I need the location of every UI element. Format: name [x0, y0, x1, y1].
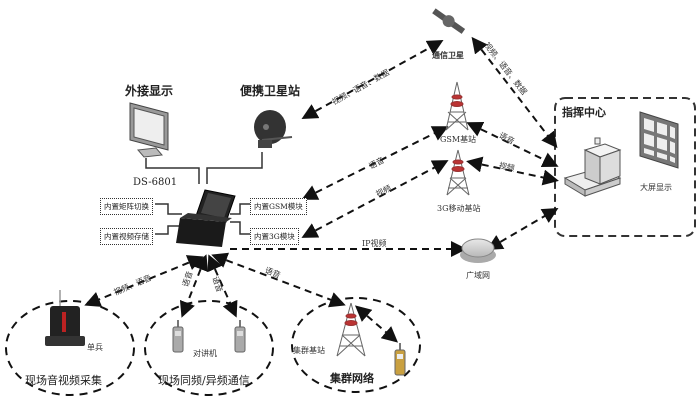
link-satellite-portable [301, 40, 444, 119]
label-big-screen: 大屏显示 [640, 183, 672, 192]
link-trunk-radio [354, 305, 399, 343]
ds6801-device-icon [176, 189, 236, 247]
label-comm-satellite: 通信卫星 [432, 50, 464, 60]
soldier-backpack-icon [45, 290, 85, 346]
label-walkie-talkie: 对讲机 [193, 349, 217, 358]
trunk-tower-icon [336, 302, 366, 357]
link-3g-device [301, 160, 449, 238]
command-center-box [554, 97, 696, 237]
label-command-center: 指挥中心 [562, 106, 606, 119]
label-group-field-av: 现场音视频采集 [25, 374, 102, 387]
walkie-talkie-icon-3 [394, 343, 406, 376]
group-field-comm [144, 300, 274, 396]
label-portable-satellite: 便携卫星站 [240, 84, 301, 98]
module-video-storage: 内置视频存储 [100, 228, 153, 245]
wire-gsm [230, 203, 250, 215]
walkie-talkie-icon-1 [172, 320, 184, 353]
group-trunk-network [291, 297, 421, 393]
module-matrix-switch: 内置矩阵切换 [100, 198, 153, 215]
label-soldier: 单兵 [87, 343, 103, 352]
command-building-icon [563, 137, 622, 197]
wire-3g [230, 221, 250, 235]
label-trunk-station: 集群基站 [293, 346, 325, 355]
label-group-field-comm: 现场同频/异频通信 [158, 374, 250, 387]
wire-satellite [206, 152, 263, 184]
label-wan: 广域网 [466, 271, 490, 280]
wire-display [145, 158, 200, 184]
comm-satellite-icon [432, 8, 466, 34]
monitor-icon [129, 102, 169, 158]
link-label-ip: IP视频 [362, 239, 387, 248]
label-gsm-station: GSM基站 [440, 135, 477, 144]
wan-cloud-icon [460, 238, 496, 263]
walkie-talkie-icon-2 [234, 320, 246, 353]
wire-matrix [155, 203, 182, 215]
3g-tower-icon [446, 149, 470, 196]
link-satellite-center [471, 36, 558, 149]
big-screen-icon [639, 111, 679, 169]
satellite-dish-icon [254, 110, 293, 148]
module-gsm: 内置GSM模块 [250, 198, 307, 215]
label-3g-station: 3G移动基站 [437, 204, 481, 213]
gsm-tower-icon [445, 81, 469, 131]
link-wan-center [486, 207, 559, 251]
label-group-trunk: 集群网络 [330, 372, 374, 385]
label-external-display: 外接显示 [125, 84, 174, 98]
link-3g-center [466, 156, 559, 186]
group-field-av [5, 300, 135, 396]
link-trunk [211, 252, 346, 308]
link-soldier [84, 255, 204, 307]
wire-storage [155, 225, 182, 235]
module-3g: 内置3G模块 [250, 228, 299, 245]
label-device-model: DS-6801 [133, 177, 178, 188]
